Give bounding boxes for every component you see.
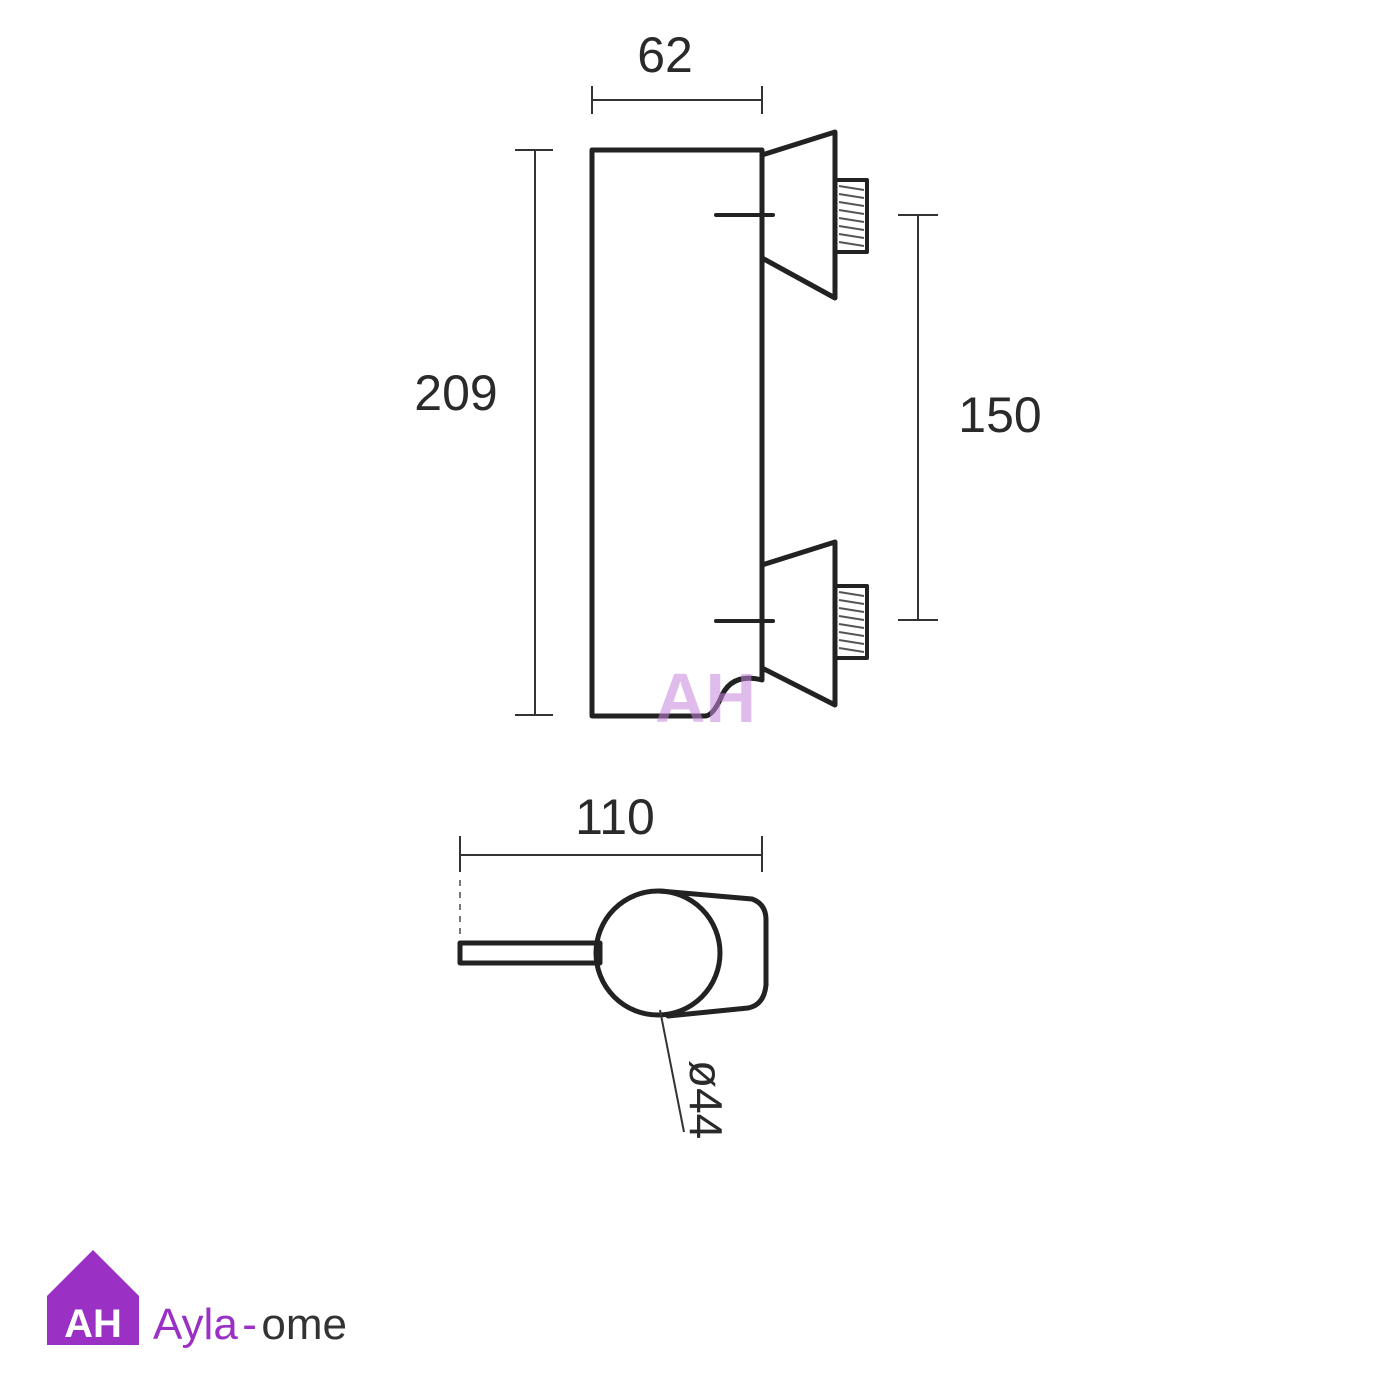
brand-name: Ayla - ome	[153, 1300, 347, 1349]
brand-logo: AH Ayla - ome	[47, 1250, 347, 1349]
mixer-knob	[593, 888, 723, 1018]
dimension-top-width: 62	[591, 27, 763, 114]
svg-text:AH: AH	[655, 659, 756, 737]
logo-letters: AH	[64, 1302, 122, 1346]
front-view: 62 209 150	[414, 27, 1041, 737]
dimension-label-total-height: 209	[414, 365, 497, 421]
brand-name-prefix: Ayla	[153, 1300, 238, 1349]
dimension-label-knob-diameter: ø44	[680, 1060, 732, 1139]
house-logo-icon: AH	[47, 1250, 139, 1346]
mixer-body-outline	[589, 147, 765, 719]
dimension-depth: 110	[459, 789, 763, 935]
dimension-knob-diameter: ø44	[659, 1009, 732, 1139]
dimension-label-inlet-spacing: 150	[958, 387, 1041, 443]
lower-inlet	[714, 539, 869, 708]
brand-name-suffix: ome	[261, 1300, 347, 1349]
dimension-inlet-spacing: 150	[898, 214, 1042, 621]
dimension-label-depth: 110	[575, 789, 655, 845]
mixer-lever	[457, 940, 603, 966]
brand-name-h-glyph: -	[242, 1300, 257, 1349]
dimension-total-height: 209	[414, 149, 553, 716]
mixer-housing	[657, 888, 769, 1019]
side-view: 110 ø44	[457, 789, 769, 1139]
dimension-label-top-width: 62	[637, 27, 693, 83]
watermark-logo-icon: AH	[655, 659, 756, 737]
upper-inlet	[714, 129, 869, 301]
